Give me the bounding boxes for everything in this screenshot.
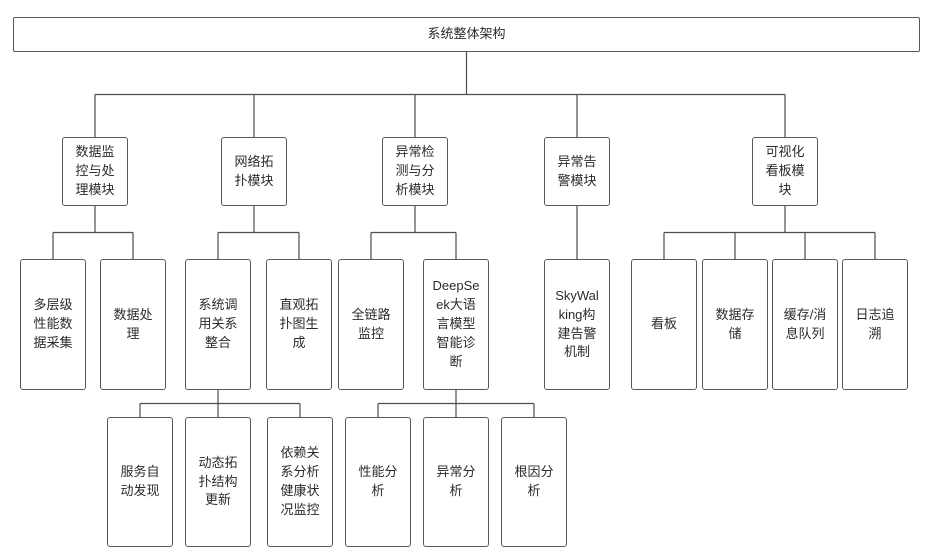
- system-call-relation-integration-node: 系统调用关系整合: [185, 259, 251, 390]
- node-label: 看板: [650, 316, 677, 332]
- node-label: 数据处理: [113, 306, 153, 341]
- node-label: 数据存储: [715, 306, 755, 341]
- node-label: 异常检测与分析模块: [395, 144, 435, 197]
- node-label: 直观拓扑图生成: [279, 297, 319, 350]
- node-label: 日志追溯: [855, 306, 895, 341]
- node-label: 动态拓扑结构更新: [198, 454, 238, 508]
- node-label: 服务自动发现: [120, 464, 160, 498]
- visualization-dashboard-module-node: 可视化看板模块: [752, 137, 818, 206]
- node-label: DeepSeek大语言模型智能诊断: [432, 278, 480, 369]
- dashboard-node: 看板: [631, 259, 697, 390]
- cache-message-queue-node: 缓存/消息队列: [772, 259, 838, 390]
- node-label: 数据监控与处理模块: [75, 144, 115, 197]
- node-label: 可视化看板模块: [765, 144, 805, 197]
- data-storage-node: 数据存储: [702, 259, 768, 390]
- node-label: 网络拓扑模块: [234, 153, 274, 188]
- node-label: 根因分析: [514, 464, 554, 498]
- node-label: 异常分析: [436, 464, 476, 498]
- node-label: 性能分析: [358, 464, 398, 498]
- log-tracing-node: 日志追溯: [842, 259, 908, 390]
- node-label: 多层级性能数据采集: [33, 297, 73, 350]
- anomaly-alerting-module-node: 异常告警模块: [544, 137, 610, 206]
- network-topology-module-node: 网络拓扑模块: [221, 137, 287, 206]
- anomaly-detection-analysis-module-node: 异常检测与分析模块: [382, 137, 448, 206]
- anomaly-analysis-node: 异常分析: [423, 417, 489, 547]
- full-link-monitoring-node: 全链路监控: [338, 259, 404, 390]
- data-processing-node: 数据处理: [100, 259, 166, 390]
- node-label: SkyWalking构建告警机制: [555, 287, 599, 360]
- node-label: 缓存/消息队列: [783, 306, 827, 341]
- node-label: 异常告警模块: [557, 153, 597, 188]
- skywalking-alert-mechanism-node: SkyWalking构建告警机制: [544, 259, 610, 390]
- intuitive-topology-generation-node: 直观拓扑图生成: [266, 259, 332, 390]
- connector-path: [52, 52, 876, 417]
- root-cause-analysis-node: 根因分析: [501, 417, 567, 547]
- node-label: 系统整体架构: [427, 26, 506, 42]
- performance-analysis-node: 性能分析: [345, 417, 411, 547]
- node-label: 全链路监控: [351, 306, 391, 341]
- service-auto-discovery-node: 服务自动发现: [107, 417, 173, 547]
- deepseek-llm-intelligent-diagnosis-node: DeepSeek大语言模型智能诊断: [423, 259, 489, 390]
- node-label: 依赖关系分析健康状况监控: [280, 445, 320, 517]
- system-overall-architecture-node: 系统整体架构: [13, 17, 920, 52]
- node-label: 系统调用关系整合: [198, 297, 238, 350]
- multi-level-performance-data-collection-node: 多层级性能数据采集: [20, 259, 86, 390]
- dependency-analysis-health-monitoring-node: 依赖关系分析健康状况监控: [267, 417, 333, 547]
- dynamic-topology-structure-update-node: 动态拓扑结构更新: [185, 417, 251, 547]
- data-monitoring-processing-module-node: 数据监控与处理模块: [62, 137, 128, 206]
